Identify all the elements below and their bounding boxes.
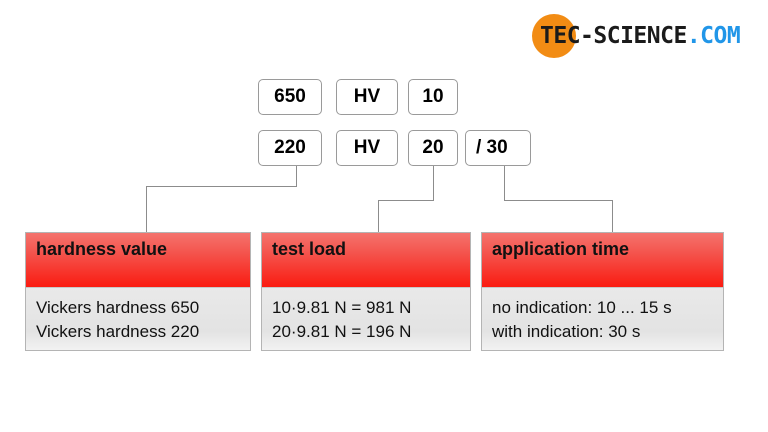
panel-test-load: test load 10·9.81 N = 981 N 20·9.81 N = … <box>261 232 471 351</box>
logo-text-blue: .COM <box>686 23 741 49</box>
panel-hardness-value: hardness value Vickers hardness 650 Vick… <box>25 232 251 351</box>
panel-hardness-value-line-2: Vickers hardness 220 <box>36 322 200 341</box>
connector-application-time-segment-right <box>504 200 613 201</box>
connector-hardness-value-segment-down <box>296 166 297 187</box>
connector-application-time-segment-down <box>504 166 505 201</box>
panel-hardness-value-line-1: Vickers hardness 650 <box>36 298 200 317</box>
connector-test-load-segment-down <box>433 166 434 201</box>
code-box-test-load-10[interactable]: 10 <box>408 79 458 115</box>
tec-science-logo: TEC-SCIENCE.COM <box>524 14 748 58</box>
panel-hardness-value-title: hardness value <box>36 239 168 259</box>
code-box-method-hv-2[interactable]: HV <box>336 130 398 166</box>
code-box-application-time-30[interactable]: / 30 <box>465 130 531 166</box>
connector-application-time-segment-drop <box>612 200 613 233</box>
code-box-method-hv-1[interactable]: HV <box>336 79 398 115</box>
connector-test-load-segment-left <box>378 200 434 201</box>
logo-text-dark: TEC-SCIENCE <box>540 23 687 49</box>
panel-test-load-body: 10·9.81 N = 981 N 20·9.81 N = 196 N <box>262 288 470 350</box>
logo-wordmark: TEC-SCIENCE.COM <box>540 23 741 49</box>
connector-hardness-value-segment-drop <box>146 186 147 233</box>
code-box-test-load-20[interactable]: 20 <box>408 130 458 166</box>
panel-test-load-line-2: 20·9.81 N = 196 N <box>272 322 412 341</box>
code-box-hardness-value-220[interactable]: 220 <box>258 130 322 166</box>
panel-hardness-value-body: Vickers hardness 650 Vickers hardness 22… <box>26 288 250 350</box>
panel-application-time: application time no indication: 10 ... 1… <box>481 232 724 351</box>
panel-test-load-line-1: 10·9.81 N = 981 N <box>272 298 412 317</box>
panel-application-time-body: no indication: 10 ... 15 s with indicati… <box>482 288 723 350</box>
code-box-hardness-value-650[interactable]: 650 <box>258 79 322 115</box>
panel-application-time-line-1: no indication: 10 ... 15 s <box>492 298 672 317</box>
panel-application-time-line-2: with indication: 30 s <box>492 322 641 341</box>
panel-test-load-header: test load <box>262 233 470 288</box>
panel-application-time-header: application time <box>482 233 723 288</box>
logo-orange-dot-icon <box>532 14 576 58</box>
connector-test-load-segment-drop <box>378 200 379 233</box>
panel-hardness-value-header: hardness value <box>26 233 250 288</box>
panel-test-load-title: test load <box>272 239 347 259</box>
connector-hardness-value-segment-left <box>146 186 297 187</box>
panel-application-time-title: application time <box>492 239 630 259</box>
